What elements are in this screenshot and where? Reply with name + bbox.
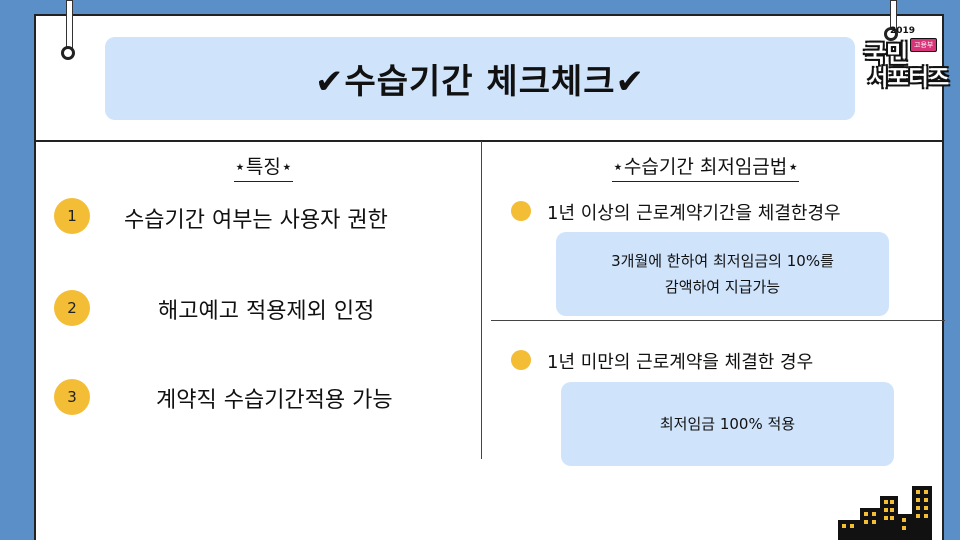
divider-top (34, 140, 944, 142)
case-label-2: 1년 미만의 근로계약을 체결한 경우 (547, 352, 814, 373)
case-bullet-2 (511, 350, 531, 370)
divider-vertical (481, 141, 482, 459)
case-info-1-line2: 감액하여 지급가능 (664, 278, 781, 296)
divider-right-middle (491, 320, 945, 321)
pin-hole-left (61, 46, 75, 60)
case-info-1-line1: 3개월에 한하여 최저임금의 10%를 (611, 252, 834, 270)
feature-text-2: 해고예고 적용제외 인정 (158, 299, 375, 324)
city-skyline-icon (838, 486, 932, 540)
case-info-box-2: 최저임금 100% 적용 (561, 382, 894, 466)
pin-left (66, 0, 73, 50)
feature-number-3: 3 (54, 379, 90, 415)
logo-year: 2019 (890, 26, 916, 36)
case-info-box-1: 3개월에 한하여 최저임금의 10%를 감액하여 지급가능 (556, 232, 889, 316)
logo-line2: 서포터즈 (868, 66, 949, 91)
feature-text-1: 수습기간 여부는 사용자 권한 (124, 208, 388, 233)
feature-text-3: 계약직 수습기간적용 가능 (156, 388, 393, 413)
min-wage-heading: ⋆수습기간 최저임금법⋆ (612, 152, 800, 182)
feature-number-1: 1 (54, 198, 90, 234)
slide-title: ✔수습기간 체크체크✔ (105, 37, 855, 120)
logo-line1: 국민 (864, 40, 909, 68)
case-bullet-1 (511, 201, 531, 221)
features-heading: ⋆특징⋆ (234, 152, 293, 182)
pin-hole-right (884, 27, 898, 41)
supporters-logo: 2019 국민 고용부 서포터즈 (862, 26, 954, 91)
case-label-1: 1년 이상의 근로계약기간을 체결한경우 (547, 203, 841, 224)
feature-number-2: 2 (54, 290, 90, 326)
logo-badge: 고용부 (910, 38, 938, 52)
case-info-2-line1: 최저임금 100% 적용 (659, 415, 796, 433)
